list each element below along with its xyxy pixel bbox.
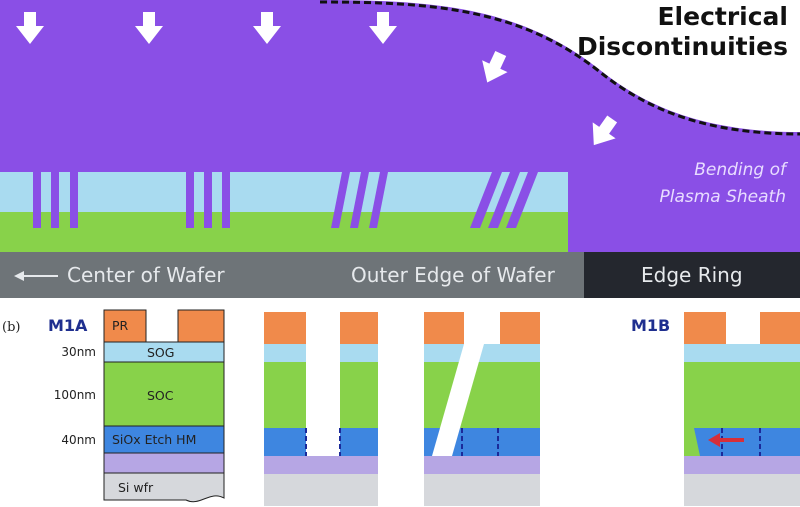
stack-m1a-labeled [103, 309, 225, 503]
stack-vertical-etch [264, 312, 378, 506]
down-arrow-icon [135, 12, 163, 44]
red-arrow-icon [708, 433, 720, 447]
layer-sog-label: SOG [147, 345, 175, 360]
outer-edge-label: Outer Edge of Wafer [351, 263, 555, 287]
sheath-label-line2: Plasma Sheath [659, 187, 786, 207]
wafer-bar [0, 252, 584, 298]
sog-layer-a [0, 172, 568, 212]
sheath-boundary [319, 0, 800, 136]
etched-features [33, 172, 538, 228]
thickness-hm: 40nm [61, 433, 96, 447]
edge-ring [584, 252, 800, 298]
left-arrow-icon [14, 271, 24, 281]
m1a-label: M1A [48, 316, 88, 335]
edge-ring-label: Edge Ring [641, 263, 743, 287]
layer-soc-label: SOC [147, 388, 174, 403]
down-arrow-icon [482, 50, 508, 83]
title-line1: Electrical [657, 2, 788, 31]
layer-pr-label: PR [112, 318, 129, 333]
soc-layer-a [0, 212, 568, 252]
center-of-wafer-label: Center of Wafer [67, 263, 225, 287]
stack-m1b [684, 312, 800, 506]
thickness-soc: 100nm [53, 388, 96, 402]
layer-hm-label: SiOx Etch HM [112, 432, 197, 447]
title-line2: Discontinuities [576, 32, 788, 61]
thickness-sog: 30nm [61, 345, 96, 359]
down-arrow-icon [369, 12, 397, 44]
panel-b-label: (b) [2, 320, 21, 335]
down-arrow-icon [16, 12, 44, 44]
layer-wafer-label: Si wfr [118, 480, 154, 495]
stack-tilted-etch [424, 312, 540, 506]
down-arrow-icon [592, 115, 618, 146]
ion-flux-arrows [16, 12, 618, 146]
down-arrow-icon [253, 12, 281, 44]
plasma-etch-diagram [0, 0, 800, 298]
sheath-label-line1: Bending of [694, 160, 786, 180]
m1b-label: M1B [631, 316, 671, 335]
